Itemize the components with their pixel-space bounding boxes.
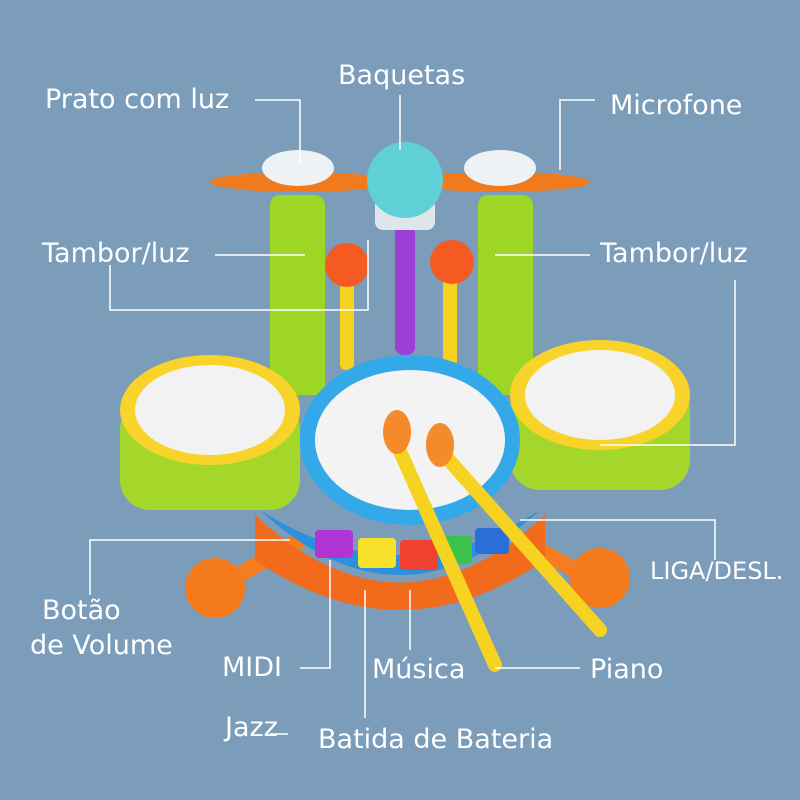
label-piano: Piano	[590, 654, 664, 685]
label-music: Música	[372, 654, 466, 685]
label-drum-beat: Batida de Bateria	[318, 724, 554, 755]
stand-mallets	[325, 240, 474, 370]
toy-base	[255, 515, 545, 610]
label-midi: MIDI	[222, 652, 283, 683]
label-volume-2: de Volume	[30, 630, 173, 661]
label-jazz: Jazz	[225, 712, 278, 743]
label-power: LIGA/DESL.	[650, 557, 784, 585]
label-drum-right: Tambor/luz	[600, 238, 748, 269]
label-volume-1: Botão	[42, 595, 121, 626]
cymbal-poles	[210, 150, 590, 395]
toy-legs	[185, 532, 630, 618]
label-microphone: Microfone	[610, 90, 743, 121]
leader-lines	[89, 95, 736, 735]
side-drums	[120, 340, 690, 510]
microphone-graphic	[367, 142, 443, 355]
drumsticks	[383, 410, 607, 672]
label-drum-left: Tambor/luz	[42, 238, 190, 269]
label-sticks: Baquetas	[338, 60, 466, 91]
label-cymbal: Prato com luz	[45, 84, 230, 115]
